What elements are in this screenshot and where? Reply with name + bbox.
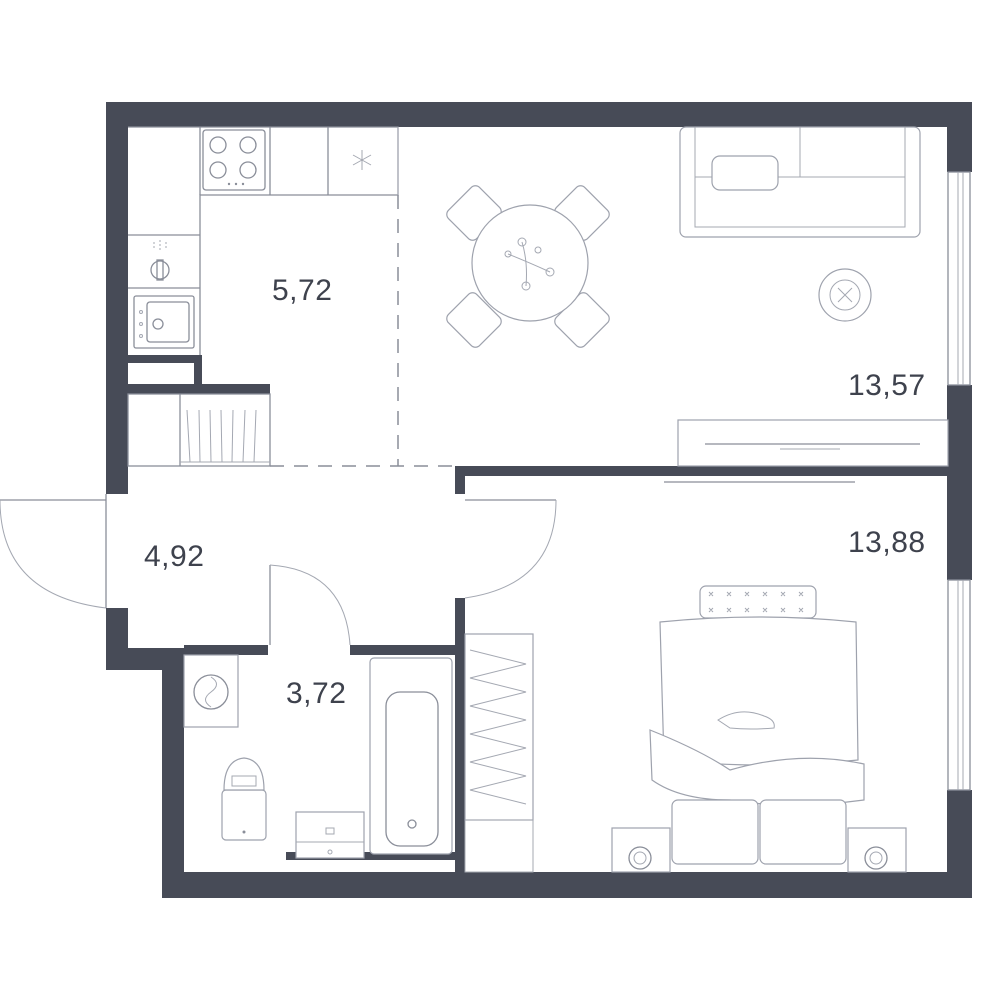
- windows: [947, 171, 971, 791]
- bedroom-wardrobe: [464, 633, 534, 873]
- bathtub-icon: [369, 657, 453, 855]
- flower-vase-icon: [504, 237, 555, 291]
- dining-table: [446, 185, 610, 348]
- kitchen-area-label: 5,72: [272, 274, 332, 307]
- bathroom-door: [269, 564, 351, 646]
- bed: [649, 585, 865, 865]
- rug-plant-icon: [818, 268, 872, 322]
- kitchen: [128, 126, 455, 467]
- sofa: [679, 126, 921, 238]
- bathroom-area-label: 3,72: [286, 677, 346, 710]
- sink-icon: [133, 295, 195, 349]
- fridge-icon: [352, 150, 372, 170]
- hall-wardrobe: [127, 393, 271, 467]
- walls: [106, 102, 972, 898]
- living-area-label: 13,57: [848, 369, 926, 402]
- nightstand-left: [611, 827, 671, 873]
- bathroom-sink-icon: [295, 811, 365, 859]
- faucet-icon: [150, 240, 170, 281]
- entrance-door: [0, 494, 107, 609]
- bedroom-area-label: 13,88: [848, 526, 926, 559]
- tv-stand: [664, 419, 949, 483]
- toilet-icon: [221, 757, 267, 841]
- hob-icon: [202, 129, 266, 191]
- nightstand-right: [847, 827, 907, 873]
- hall-area-label: 4,92: [144, 540, 204, 573]
- washing-machine-icon: [183, 654, 239, 728]
- bedroom-door: [464, 499, 557, 599]
